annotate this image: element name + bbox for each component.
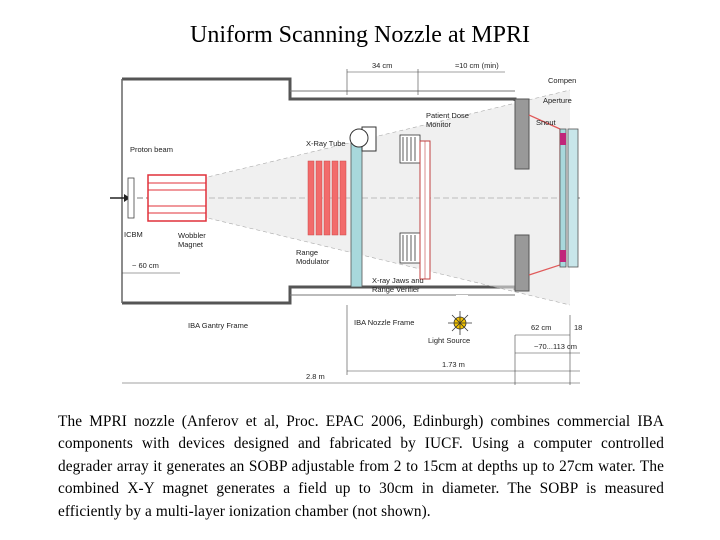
xray-jaws-label-2: Range Verifier <box>372 285 420 294</box>
snout-label: Snout <box>536 118 557 127</box>
nozzle-diagram: 34 cm ≈10 cm (min) Proton beam ICBM Wobb… <box>110 61 582 385</box>
range-modulator-label-1: Range <box>296 248 318 257</box>
gantry-frame-label: IBA Gantry Frame <box>188 321 248 330</box>
caption-paragraph: The MPRI nozzle (Anferov et al, Proc. EP… <box>58 413 664 520</box>
wobbler-magnet <box>147 174 207 222</box>
nozzle-frame-label: IBA Nozzle Frame <box>354 318 414 327</box>
dim-28-label: 2.8 m <box>306 372 325 381</box>
dim-60cm-label: ~ 60 cm <box>132 261 159 270</box>
light-source-icon <box>448 311 472 335</box>
aperture-top-block <box>560 133 566 145</box>
snout-housing <box>514 98 561 292</box>
icbm-label: ICBM <box>124 230 143 239</box>
dim-10cm-label: ≈10 cm (min) <box>455 61 499 70</box>
range-modulator-label-2: Modulator <box>296 257 330 266</box>
proton-beam-label: Proton beam <box>130 145 173 154</box>
dim-34cm-label: 34 cm <box>372 61 392 70</box>
xray-tube <box>349 126 377 152</box>
xray-jaws-upper <box>399 134 421 164</box>
patient-dose-monitor-label-1: Patient Dose <box>426 111 469 120</box>
compensator <box>567 128 579 268</box>
aperture <box>559 128 567 268</box>
patient-dose-monitor-label-2: Monitor <box>426 120 452 129</box>
xray-tube-label: X-Ray Tube <box>306 139 346 148</box>
slide-title: Uniform Scanning Nozzle at MPRI <box>190 22 530 48</box>
wobbler-label-2: Magnet <box>178 240 204 249</box>
xray-jaws-lower <box>399 232 421 264</box>
wobbler-label-1: Wobbler <box>178 231 206 240</box>
dim-62cm-label: 62 cm <box>531 323 551 332</box>
compensator-label: Compen <box>548 76 576 85</box>
xray-jaws-label-1: X-ray Jaws and <box>372 276 424 285</box>
dim-173-label: 1.73 m <box>442 360 465 369</box>
dim-70-113-label: ~70...113 cm <box>534 342 577 351</box>
nozzle-plate <box>350 134 363 288</box>
light-source-label: Light Source <box>428 336 470 345</box>
dim-edge-label: 18 <box>574 323 582 332</box>
icbm <box>127 177 135 219</box>
aperture-label: Aperture <box>543 96 572 105</box>
aperture-bottom-block <box>560 250 566 262</box>
range-modulator <box>307 160 347 236</box>
